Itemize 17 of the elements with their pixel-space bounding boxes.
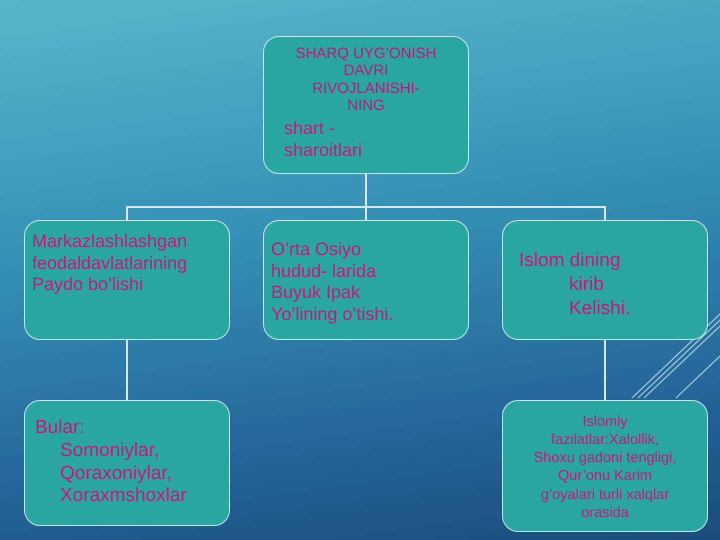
detail-box [24,400,230,526]
subtopic-box [24,220,230,340]
heading-text: SHARQ UYG’ONISH DAVRI RIVOJLANISHI-NING [295,45,437,114]
connector-line [604,340,606,400]
body-text: O’rta Osiyo hudud- larida Buyuk Ipak Yo’lining o’tishi. [271,239,394,326]
subtopic-box [263,220,469,340]
subtopic-box [502,220,708,340]
body-text: Somoniylar, Qoraxoniylar, Xoraxmshoxlar [60,440,188,508]
body-text: Markazlashlashgan feodaldavlatlarining Paydo bo’lishi [32,231,188,296]
subheading-text: shart - sharoitlari [284,118,364,162]
body-text: Bular: [35,417,85,440]
connector-line [365,174,606,220]
connector-line [126,340,128,400]
body-text: Islom dining kirib Kelishi. [519,249,632,320]
detail-box [502,400,708,532]
topic-box [263,36,469,174]
body-text: Islomiy fazilatlar:Xalollik, Shoxu gadoni tengligi, Qur’onu Karim g’oyalari turli xalqlar orasida [532,413,678,522]
